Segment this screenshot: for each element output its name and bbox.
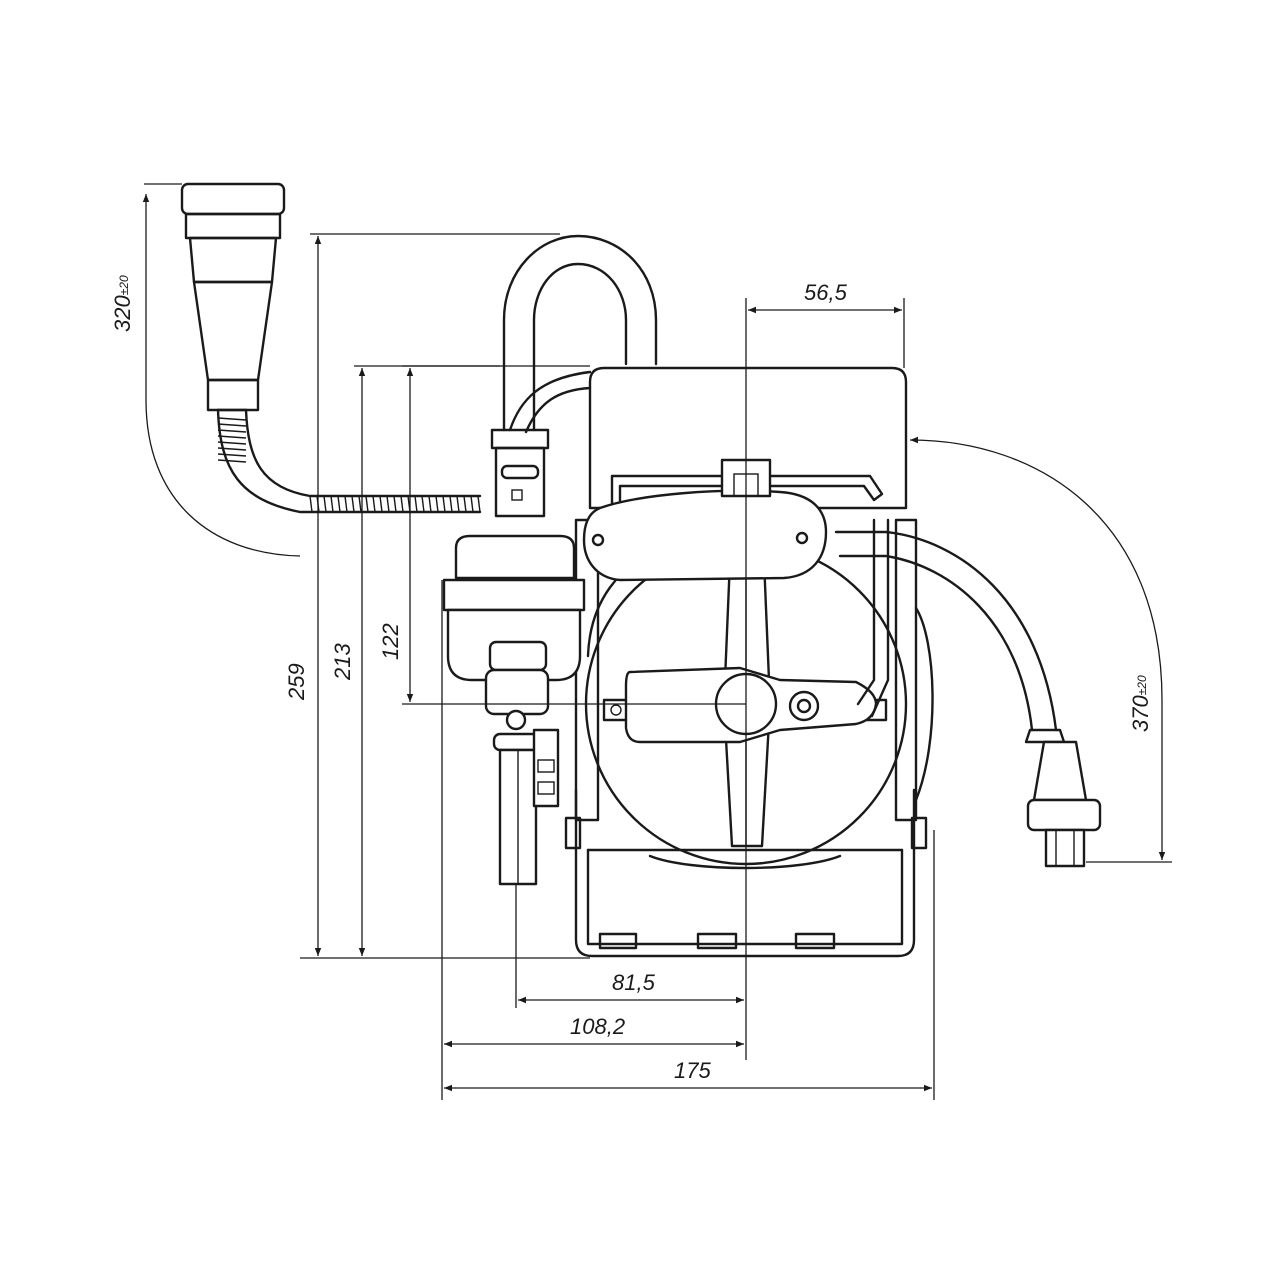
dim-left-cable: 320±20	[110, 275, 135, 332]
dim-offset-top: 56,5	[804, 280, 848, 305]
dim-offset-81: 81,5	[612, 970, 656, 995]
left-cable-connector	[180, 182, 286, 412]
dimension-lines	[142, 183, 1172, 1100]
dim-offset-108: 108,2	[570, 1014, 625, 1039]
dim-overall-width: 175	[674, 1058, 711, 1083]
dim-body-height: 213	[330, 643, 355, 681]
dim-right-cable: 370±20	[1128, 675, 1153, 732]
clamp-plate	[582, 458, 828, 582]
top-cable-loop	[502, 234, 658, 434]
small-plug-connector	[490, 428, 550, 518]
dim-axis-height: 122	[378, 623, 403, 660]
fuel-filter	[442, 534, 586, 886]
lever-handle	[610, 666, 878, 744]
corrugated-cable	[216, 408, 482, 514]
dim-overall-height: 259	[284, 663, 309, 701]
right-cable	[834, 518, 1102, 868]
dimension-labels: 320±20 259 213 122 56,5 81,5 108,2 175 3…	[110, 275, 1153, 1083]
